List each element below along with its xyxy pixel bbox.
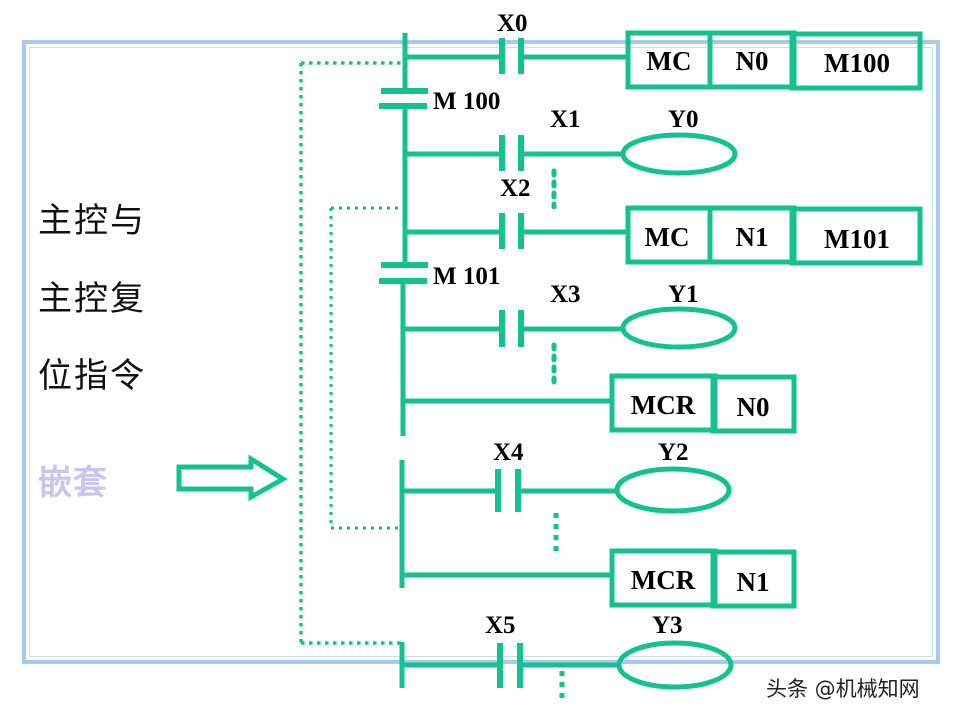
instr-n1-1: N1 — [736, 222, 769, 252]
contact-label-x0: X0 — [497, 10, 528, 37]
instr-m100: M100 — [824, 48, 890, 78]
rung-mcr-n0 — [403, 373, 797, 434]
contact-label-x3: X3 — [550, 281, 581, 308]
title-line-2: 主控复 — [38, 279, 146, 319]
rung-x3 — [403, 306, 738, 350]
rung-x2 — [405, 205, 923, 266]
instr-mcr-2: MCR — [631, 565, 696, 595]
instr-mcr-1: MCR — [631, 390, 696, 420]
rung-x4 — [402, 466, 732, 514]
coil-label-y2: Y2 — [658, 439, 689, 466]
contact-label-x4: X4 — [493, 439, 524, 466]
contact-label-x2: X2 — [500, 175, 531, 202]
title-line-3: 位指令 — [38, 356, 146, 396]
rung-x5 — [402, 640, 734, 690]
nesting-label: 嵌套 — [38, 463, 108, 503]
slide-frame-inner — [29, 47, 933, 657]
instr-m101: M101 — [824, 224, 890, 254]
contact-label-x5: X5 — [485, 612, 516, 639]
instr-mc-2: MC — [645, 222, 690, 252]
nesting-arrow-icon — [176, 454, 288, 502]
rung-x1 — [405, 132, 738, 176]
coil-label-y0: Y0 — [668, 106, 699, 133]
instr-n0-1: N0 — [736, 46, 769, 76]
rung-x0 — [405, 30, 923, 91]
watermark: 头条 @机械知网 — [766, 677, 920, 701]
slide-frame — [22, 40, 940, 664]
rung-mcr-n1 — [402, 548, 797, 609]
title-line-1: 主控与 — [38, 201, 146, 241]
coil-label-y3: Y3 — [652, 612, 683, 639]
contact-label-x1: X1 — [550, 106, 581, 133]
coil-label-y1: Y1 — [668, 281, 699, 308]
outer-nesting-bracket — [299, 61, 404, 645]
contact-label-m100: M 100 — [433, 88, 500, 115]
contact-label-m101: M 101 — [433, 263, 500, 290]
instr-n1-2: N1 — [737, 567, 770, 597]
instr-n0-2: N0 — [737, 392, 770, 422]
inner-nesting-bracket — [329, 206, 402, 530]
instr-mc-1: MC — [647, 46, 692, 76]
